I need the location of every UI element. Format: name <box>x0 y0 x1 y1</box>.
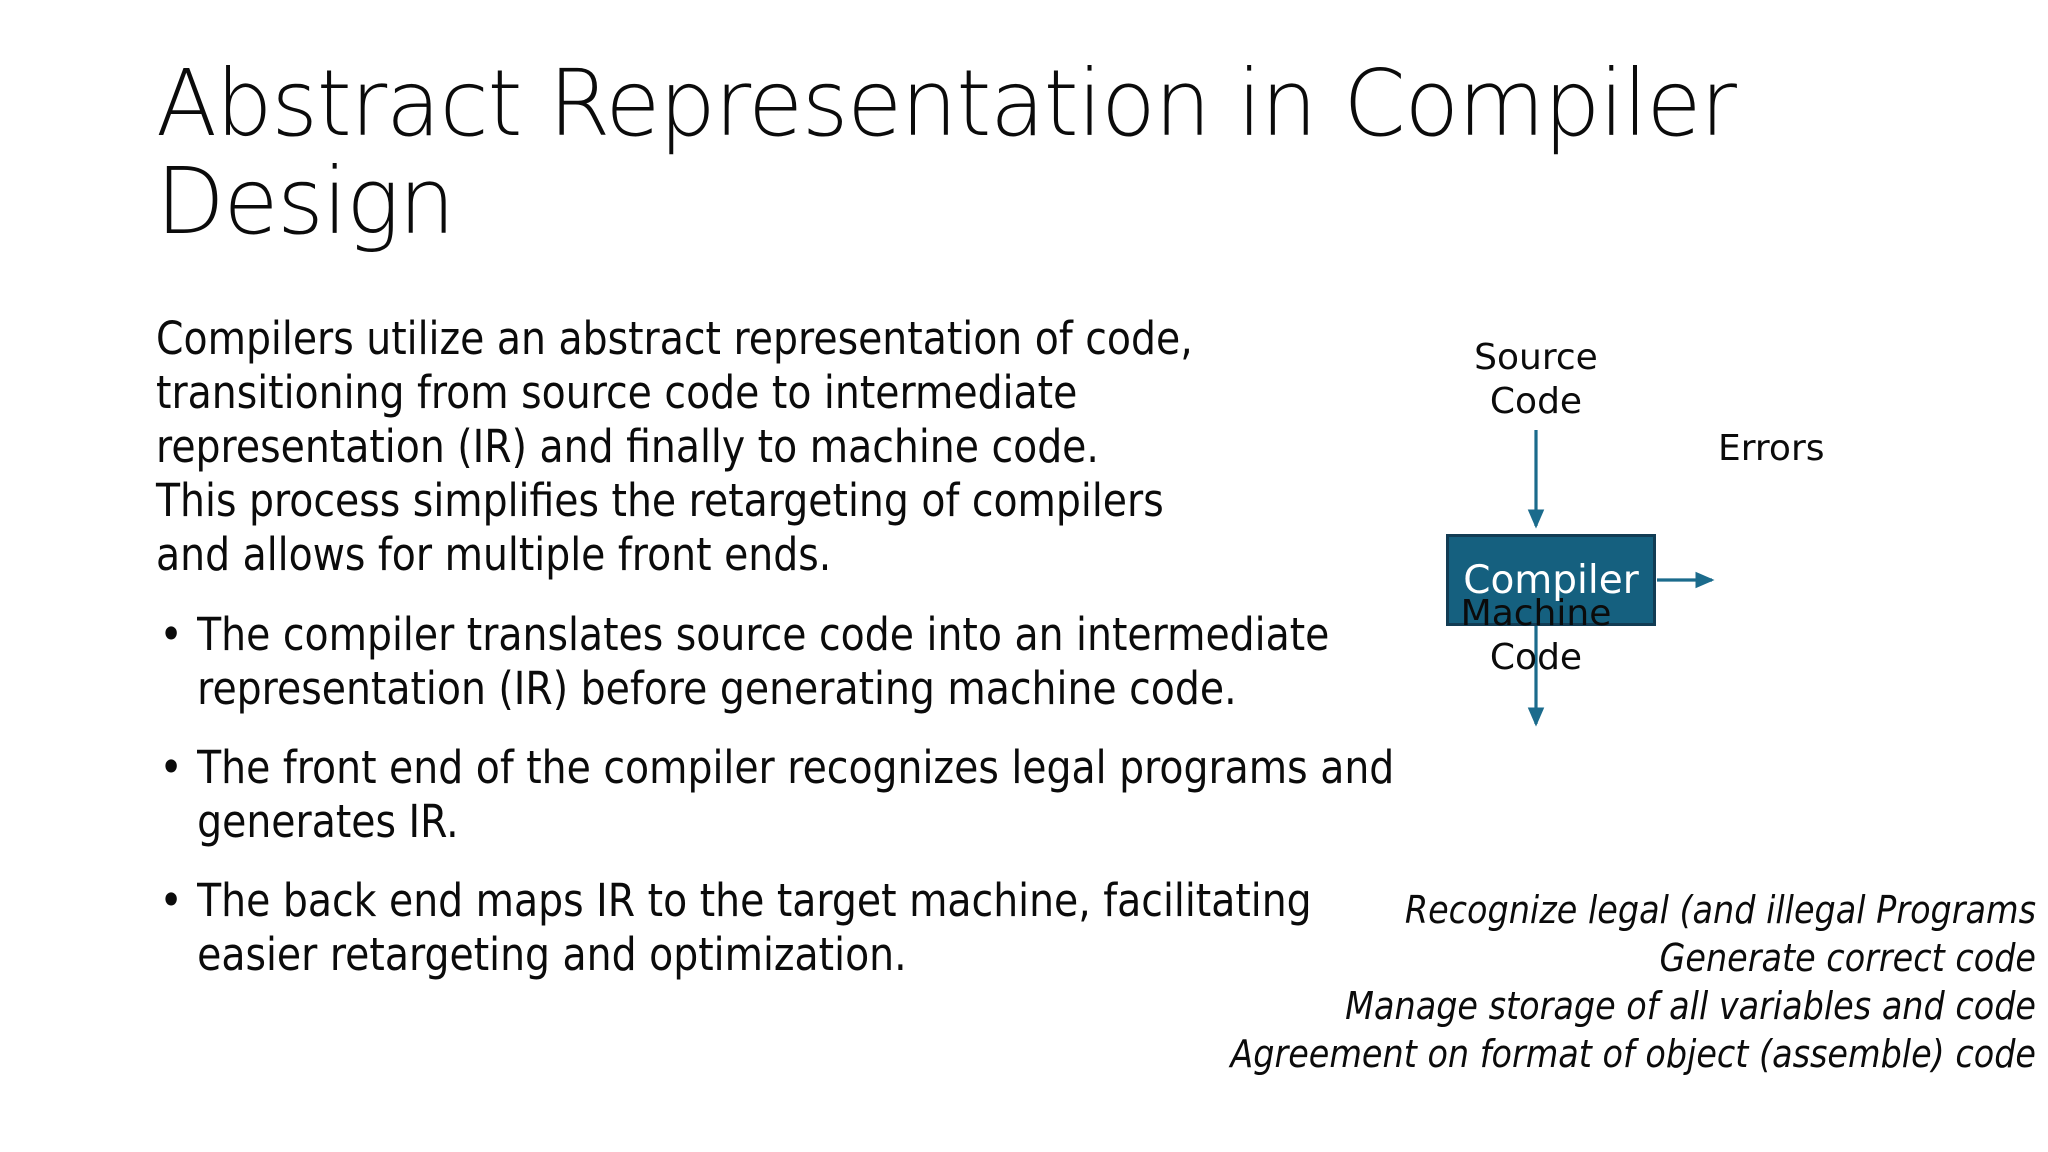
note-line: Recognize legal (and illegal Programs <box>1404 888 2036 932</box>
diagram-label-source-code: Source Code <box>1474 337 1598 422</box>
intro-line: representation (IR) and finally to machi… <box>156 420 1099 473</box>
list-item-label: The back end maps IR to the target machi… <box>197 874 1312 981</box>
intro-line: Compilers utilize an abstract representa… <box>156 312 1193 365</box>
compiler-responsibilities-notes: Recognize legal (and illegal Programs Ge… <box>1103 886 2036 1078</box>
intro-line: This process simplifies the retargeting … <box>156 474 1164 527</box>
list-item: • The back end maps IR to the target mac… <box>156 874 1407 982</box>
compiler-node-label: Compiler <box>1463 557 1639 603</box>
note-line: Generate correct code <box>1659 936 2036 980</box>
intro-line: transitioning from source code to interm… <box>156 366 1078 419</box>
bullet-marker-icon: • <box>159 741 183 794</box>
diagram-label-machine-code: Machine Code <box>1460 593 1612 678</box>
compiler-node: Compiler <box>1446 534 1656 626</box>
note-line: Agreement on format of object (assemble)… <box>1230 1032 2036 1076</box>
compiler-flow-diagram: Source Code Compiler Errors Machine Code <box>1398 330 2018 850</box>
bullet-marker-icon: • <box>159 874 183 927</box>
list-item: • The front end of the compiler recogniz… <box>156 741 1407 849</box>
list-item-label: The front end of the compiler recognizes… <box>197 741 1395 848</box>
intro-line: and allows for multiple front ends. <box>156 528 832 581</box>
list-item: • The compiler translates source code in… <box>156 608 1407 716</box>
note-line: Manage storage of all variables and code <box>1345 984 2036 1028</box>
page-title: Abstract Representation in Compiler Desi… <box>156 50 1737 255</box>
bullet-list: • The compiler translates source code in… <box>156 608 1407 982</box>
diagram-label-errors: Errors <box>1718 428 1825 469</box>
list-item-label: The compiler translates source code into… <box>197 608 1330 715</box>
content-column: Compilers utilize an abstract representa… <box>156 312 1411 982</box>
intro-paragraph: Compilers utilize an abstract representa… <box>156 312 1407 582</box>
bullet-marker-icon: • <box>159 608 183 661</box>
